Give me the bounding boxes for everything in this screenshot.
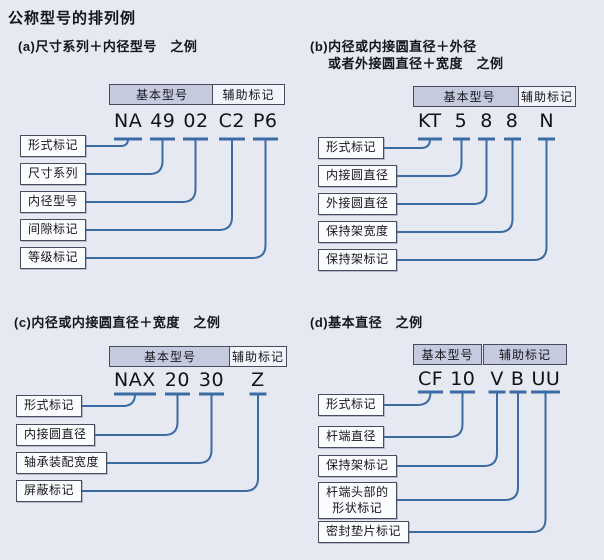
field-label: 形式标记 — [318, 137, 385, 159]
page-title: 公称型号的排列例 — [8, 10, 137, 27]
part-token: C2 — [218, 110, 245, 132]
field-label: 保持架标记 — [318, 249, 397, 271]
basic-model-box: 基本型号 — [413, 344, 482, 365]
part-token: 02 — [183, 110, 209, 132]
field-label: 形式标记 — [318, 394, 385, 416]
part-token: 10 — [450, 368, 476, 390]
basic-model-box: 基本型号 — [109, 346, 231, 367]
part-token: 20 — [164, 369, 190, 391]
part-token: KT — [418, 110, 442, 132]
field-label: 轴承装配宽度 — [16, 452, 108, 474]
field-label: 杆端头部的 形状标记 — [318, 482, 397, 520]
part-token: UU — [531, 368, 561, 390]
part-token: NAX — [114, 369, 156, 391]
part-token: 30 — [198, 369, 225, 391]
field-label: 内径型号 — [20, 191, 87, 213]
part-number-c: NAX 20 30 Z — [114, 369, 265, 391]
part-token: B — [510, 368, 525, 390]
part-token: 8 — [480, 110, 493, 132]
part-token: 5 — [454, 110, 468, 132]
section-c-header: (c)内径或内接圆直径＋宽度 之例 — [14, 315, 221, 330]
part-token: CF — [418, 368, 444, 390]
field-label: 尺寸系列 — [20, 163, 87, 185]
section-b-header: 或者外接圆直径＋宽度 之例 — [328, 56, 504, 71]
field-label: 形式标记 — [16, 395, 83, 417]
field-label: 等级标记 — [20, 247, 87, 269]
field-label: 杆端直径 — [318, 426, 385, 448]
connector-curves — [82, 138, 548, 533]
basic-model-box: 基本型号 — [109, 84, 215, 105]
part-token: P6 — [252, 110, 278, 132]
field-label: 形式标记 — [20, 135, 87, 157]
part-token: Z — [251, 369, 265, 391]
part-token: V — [490, 368, 504, 390]
basic-model-box: 基本型号 — [413, 86, 526, 107]
part-token: N — [539, 110, 555, 132]
part-token: NA — [114, 110, 143, 132]
field-label: 内接圆直径 — [318, 165, 397, 187]
section-d-header: (d)基本直径 之例 — [310, 315, 423, 330]
section-a-header: (a)尺寸系列＋内径型号 之例 — [18, 39, 198, 54]
section-b-header: (b)内径或内接圆直径＋外径 — [310, 39, 477, 54]
field-label: 内接圆直径 — [16, 424, 95, 446]
field-label: 外接圆直径 — [318, 193, 397, 215]
field-label: 屏蔽标记 — [16, 480, 83, 502]
aux-model-box: 辅助标记 — [518, 86, 576, 107]
aux-model-box: 辅助标记 — [483, 344, 567, 365]
field-label: 间隙标记 — [20, 219, 87, 241]
field-label: 保持架标记 — [318, 455, 397, 477]
field-label: 密封垫片标记 — [318, 521, 410, 543]
field-label: 保持架宽度 — [318, 221, 397, 243]
aux-model-box: 辅助标记 — [212, 84, 285, 105]
part-number-a: NA 49 02 C2 P6 — [114, 110, 278, 132]
part-token: 8 — [505, 110, 519, 132]
aux-model-box: 辅助标记 — [229, 346, 287, 367]
part-token: 49 — [150, 110, 176, 132]
